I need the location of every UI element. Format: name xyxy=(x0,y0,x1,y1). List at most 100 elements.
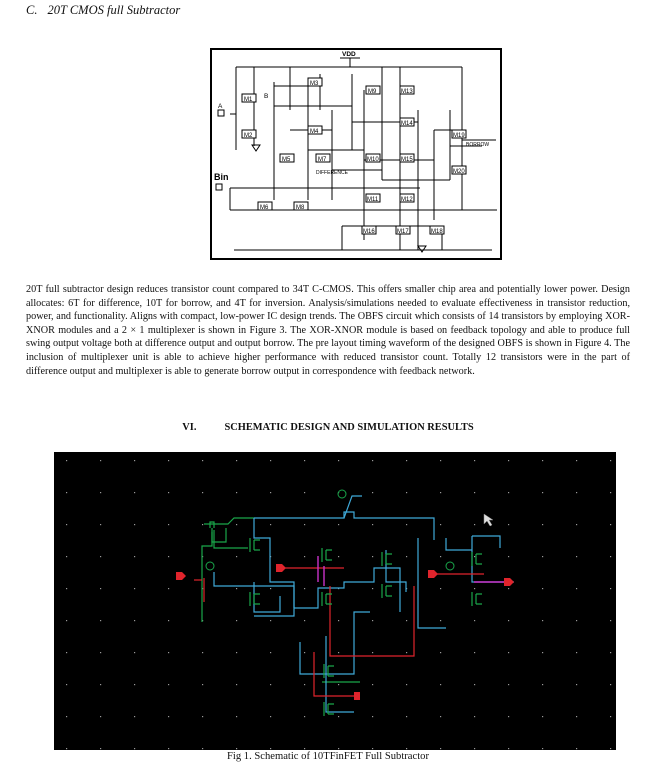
grid-dot xyxy=(508,524,510,526)
grid-dot xyxy=(576,524,578,526)
grid-dot xyxy=(474,524,476,526)
grid-dot xyxy=(100,588,102,590)
m6-label: M6 xyxy=(260,205,269,211)
section-vi-title: SCHEMATIC DESIGN AND SIMULATION RESULTS xyxy=(224,422,474,433)
grid-dot xyxy=(100,524,102,526)
grid-dot xyxy=(168,524,170,526)
body-paragraph: 20T full subtractor design reduces trans… xyxy=(26,284,630,377)
m5-label: M5 xyxy=(282,157,291,163)
grid-dot xyxy=(202,652,204,654)
grid-dot xyxy=(542,652,544,654)
mouse-cursor-icon xyxy=(483,513,494,527)
grid-dot xyxy=(372,524,374,526)
grid-dot xyxy=(542,748,544,750)
grid-dot xyxy=(440,492,442,494)
grid-dot xyxy=(508,748,510,750)
grid-dot xyxy=(542,556,544,558)
grid-dot xyxy=(134,684,136,686)
grid-dot xyxy=(270,620,272,622)
grid-dot xyxy=(440,588,442,590)
red-wires xyxy=(194,567,484,697)
grid-dot xyxy=(304,620,306,622)
m12-label: M12 xyxy=(401,197,413,203)
grid-dot xyxy=(508,652,510,654)
grid-dot xyxy=(168,684,170,686)
grid-dot xyxy=(576,684,578,686)
grid-dot xyxy=(66,588,68,590)
grid-dot xyxy=(542,684,544,686)
m16-label: M16 xyxy=(363,229,375,235)
grid-dot xyxy=(168,620,170,622)
grid-dot xyxy=(202,524,204,526)
grid-dot xyxy=(270,716,272,718)
grid-dot xyxy=(270,684,272,686)
grid-dot xyxy=(576,556,578,558)
grid-dot xyxy=(304,460,306,462)
grid-dot xyxy=(134,492,136,494)
section-vi-number: VI. xyxy=(182,422,197,433)
grid-dot xyxy=(406,492,408,494)
grid-dot xyxy=(542,460,544,462)
grid-dot xyxy=(134,524,136,526)
grid-dot xyxy=(202,716,204,718)
grid-dot xyxy=(202,684,204,686)
figure-caption: Fig 1. Schematic of 10TFinFET Full Subtr… xyxy=(227,751,429,762)
grid-dot xyxy=(508,460,510,462)
m1-label: M1 xyxy=(244,97,253,103)
grid-dot xyxy=(134,716,136,718)
m7-label: M7 xyxy=(318,157,327,163)
grid-dot xyxy=(474,748,476,750)
grid-dot xyxy=(576,460,578,462)
grid-dot xyxy=(474,588,476,590)
m14-label: M14 xyxy=(401,121,413,127)
grid-dot xyxy=(440,716,442,718)
input-b-label: B xyxy=(264,93,268,100)
grid-dot xyxy=(100,492,102,494)
grid-dot xyxy=(304,492,306,494)
m18-label: M18 xyxy=(431,229,443,235)
grid-dot xyxy=(372,716,374,718)
section-number: C. xyxy=(26,3,38,17)
grid-dot xyxy=(66,556,68,558)
m20-label: M20 xyxy=(453,169,465,175)
grid-dot xyxy=(168,556,170,558)
grid-dot xyxy=(610,684,612,686)
grid-dot xyxy=(372,620,374,622)
grid-dot xyxy=(576,716,578,718)
grid-dot xyxy=(100,620,102,622)
grid-dot xyxy=(304,524,306,526)
grid-dot xyxy=(508,588,510,590)
grid-dot xyxy=(542,588,544,590)
grid-dot xyxy=(100,684,102,686)
grid-dot xyxy=(610,492,612,494)
grid-dot xyxy=(134,652,136,654)
grid-dot xyxy=(440,556,442,558)
grid-dot xyxy=(372,588,374,590)
grid-dot xyxy=(304,716,306,718)
grid-dot xyxy=(134,460,136,462)
grid-dot xyxy=(474,684,476,686)
grid-dot xyxy=(440,620,442,622)
grid-dot xyxy=(610,588,612,590)
grid-dot xyxy=(372,652,374,654)
grid-dot xyxy=(134,620,136,622)
grid-dot xyxy=(576,492,578,494)
grid-dot xyxy=(134,556,136,558)
blue-wires xyxy=(213,495,514,713)
grid-dot xyxy=(304,684,306,686)
grid-dot xyxy=(508,620,510,622)
section-title: 20T CMOS full Subtractor xyxy=(47,3,181,17)
grid-dot xyxy=(338,748,340,750)
grid-dot xyxy=(576,588,578,590)
grid-dot xyxy=(474,492,476,494)
grid-dot xyxy=(508,556,510,558)
grid-dot xyxy=(66,652,68,654)
grid-dot xyxy=(236,716,238,718)
grid-dot xyxy=(304,652,306,654)
grid-dot xyxy=(576,652,578,654)
grid-dot xyxy=(236,492,238,494)
grid-dot xyxy=(372,460,374,462)
grid-dot xyxy=(406,524,408,526)
m3-label: M3 xyxy=(310,81,319,87)
section-heading: C. 20T CMOS full Subtractor xyxy=(26,3,180,18)
